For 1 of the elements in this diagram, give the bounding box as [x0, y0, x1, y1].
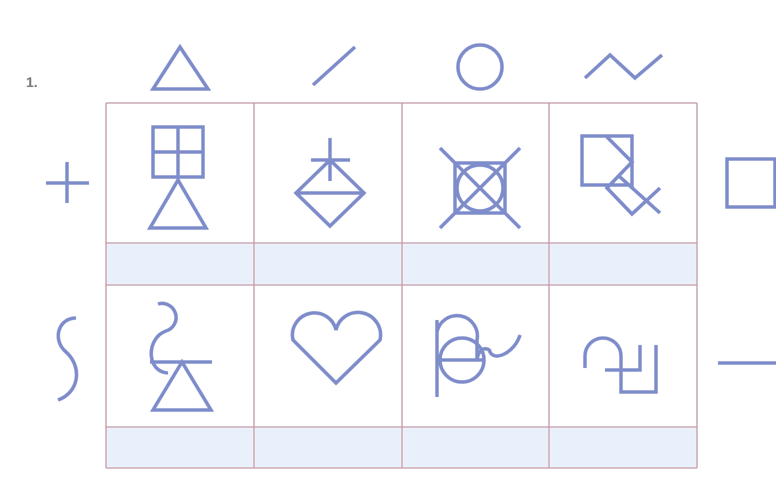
- exercise-number: 1.: [26, 74, 38, 90]
